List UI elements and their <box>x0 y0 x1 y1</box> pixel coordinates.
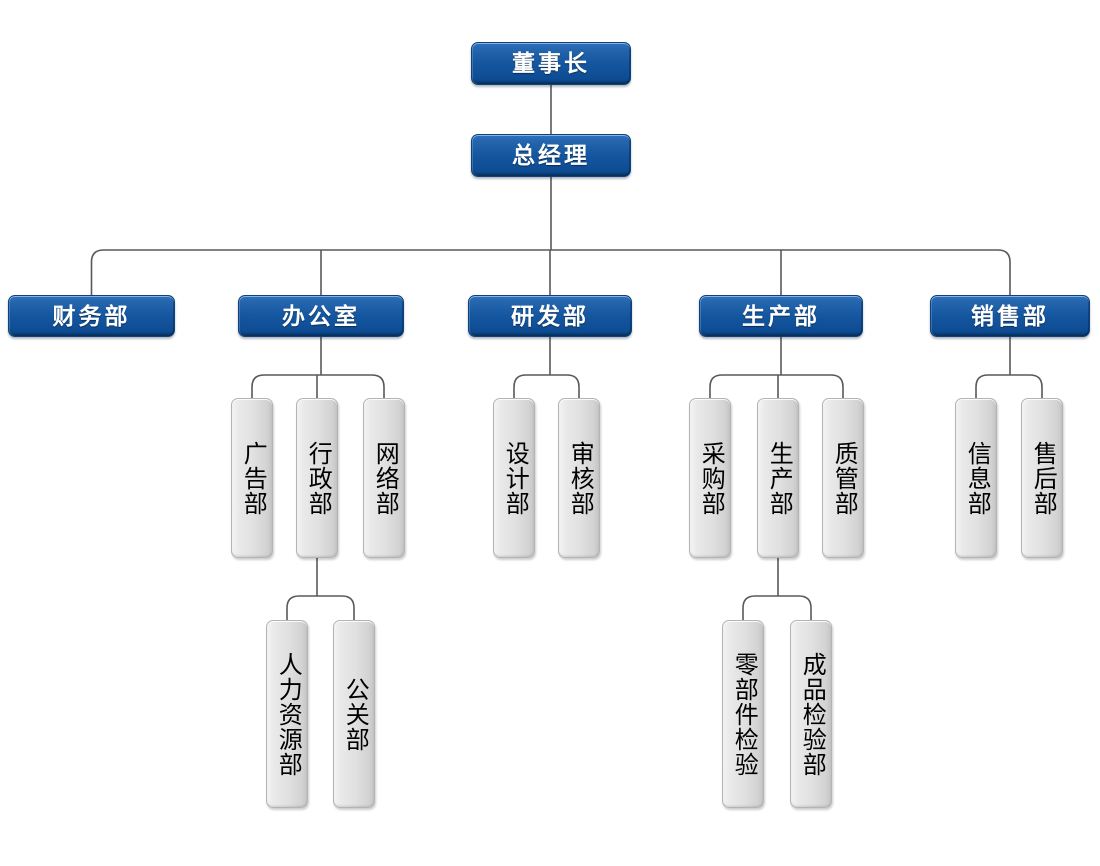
org-node-production[interactable]: 生产部 <box>699 295 863 337</box>
org-node-label: 审核部 <box>566 440 594 516</box>
org-node-prod_insp[interactable]: 成品检验部 <box>790 620 832 808</box>
connector-rd-to-design <box>513 374 550 398</box>
org-node-aftersale[interactable]: 售后部 <box>1021 398 1063 558</box>
org-node-sales[interactable]: 销售部 <box>930 295 1090 337</box>
org-node-admin[interactable]: 行政部 <box>296 398 338 558</box>
org-node-gm[interactable]: 总经理 <box>471 134 631 177</box>
org-node-finance[interactable]: 财务部 <box>8 295 175 337</box>
org-node-ad[interactable]: 广告部 <box>231 398 273 558</box>
org-node-design[interactable]: 设计部 <box>493 398 535 558</box>
org-node-label: 人力资源部 <box>274 651 302 777</box>
org-node-label: 董事长 <box>512 50 590 76</box>
org-node-hr[interactable]: 人力资源部 <box>266 620 308 808</box>
org-node-label: 零部件检验 <box>730 651 758 777</box>
connector-production-to-quality <box>781 374 844 398</box>
org-node-label: 采购部 <box>697 440 725 516</box>
org-node-network[interactable]: 网络部 <box>363 398 405 558</box>
connector-prod_sub-to-part_insp <box>742 595 778 620</box>
org-node-label: 售后部 <box>1029 440 1057 516</box>
org-node-rd[interactable]: 研发部 <box>468 295 632 337</box>
org-node-office[interactable]: 办公室 <box>238 295 404 337</box>
connector-admin-to-hr <box>286 595 317 620</box>
connector-office-to-ad <box>251 374 321 398</box>
connector-sales-to-aftersale <box>1010 374 1043 398</box>
connector-production-to-purchase <box>709 374 781 398</box>
org-node-purchase[interactable]: 采购部 <box>689 398 731 558</box>
connector-sales-to-info <box>975 374 1010 398</box>
connector-office-to-network <box>321 374 385 398</box>
org-node-label: 设计部 <box>501 440 529 516</box>
org-node-label: 研发部 <box>511 302 589 329</box>
org-node-quality[interactable]: 质管部 <box>822 398 864 558</box>
org-node-label: 总经理 <box>512 142 590 168</box>
org-node-label: 信息部 <box>963 440 991 516</box>
org-node-info[interactable]: 信息部 <box>955 398 997 558</box>
org-node-label: 办公室 <box>282 302 360 329</box>
org-node-label: 行政部 <box>304 440 332 516</box>
org-node-label: 生产部 <box>765 440 793 516</box>
org-node-label: 质管部 <box>830 440 858 516</box>
org-node-label: 网络部 <box>371 440 399 516</box>
org-node-label: 成品检验部 <box>798 651 826 777</box>
org-node-label: 销售部 <box>971 302 1049 329</box>
org-node-prod_sub[interactable]: 生产部 <box>757 398 799 558</box>
org-node-label: 广告部 <box>239 440 267 516</box>
connector-prod_sub-to-prod_insp <box>778 595 812 620</box>
org-node-label: 公关部 <box>341 676 369 752</box>
org-node-chairman[interactable]: 董事长 <box>471 42 631 85</box>
org-node-part_insp[interactable]: 零部件检验 <box>722 620 764 808</box>
org-node-review[interactable]: 审核部 <box>558 398 600 558</box>
connector-admin-to-pr <box>317 595 355 620</box>
connector-gm-to-sales <box>551 249 1011 295</box>
connector-rd-to-review <box>550 374 580 398</box>
org-node-pr[interactable]: 公关部 <box>333 620 375 808</box>
org-node-label: 财务部 <box>52 302 131 329</box>
org-node-label: 生产部 <box>742 302 820 329</box>
connector-gm-to-finance <box>90 249 551 295</box>
